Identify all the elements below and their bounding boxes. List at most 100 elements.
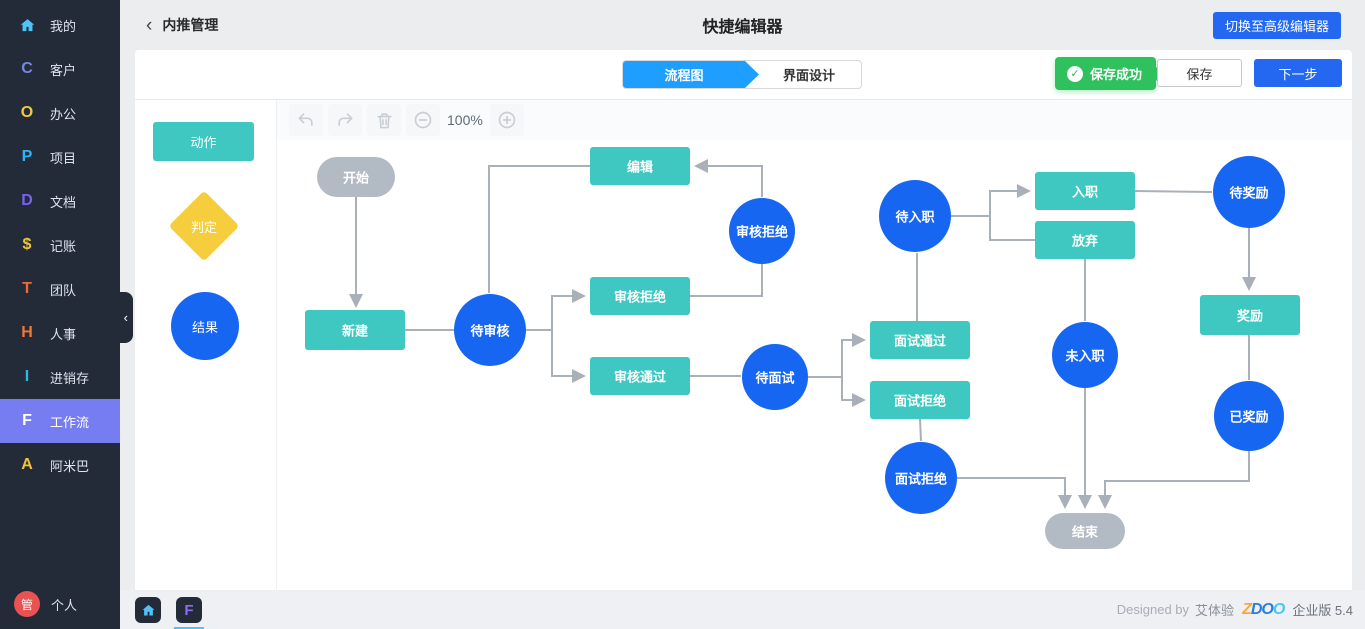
flow-node-面试拒绝[interactable]: 面试拒绝 [870,381,970,419]
zoom-in-icon [498,111,516,129]
app-letter-icon: $ [22,236,32,253]
flow-node-编辑[interactable]: 编辑 [590,147,690,185]
tab-流程图[interactable]: 流程图 [623,61,759,88]
flow-node-审核通过[interactable]: 审核通过 [590,357,690,395]
logo-letter: D [1250,600,1263,618]
flow-node-未入职[interactable]: 未入职 [1052,322,1118,388]
svg-text:面试拒绝: 面试拒绝 [895,472,947,487]
breadcrumb[interactable]: 内推管理 [162,17,219,33]
flow-node-开始[interactable]: 开始 [317,157,395,197]
flow-node-放弃[interactable]: 放弃 [1035,221,1135,259]
flow-node-新建[interactable]: 新建 [305,310,405,350]
flow-node-待审核[interactable]: 待审核 [454,294,526,366]
palette-result-shape[interactable]: 结果 [171,292,239,360]
sidebar-item-label: 工作流 [50,414,90,430]
flow-node-面试通过[interactable]: 面试通过 [870,321,970,359]
sidebar-item-label: 进销存 [50,370,90,386]
app-letter-icon: T [22,280,32,297]
home-icon [20,18,34,31]
app-letter-icon: A [21,456,33,473]
sidebar-item-label: 团队 [50,282,77,298]
logo-letter: O [1272,600,1285,618]
sidebar-item-人事[interactable]: H 人事 [0,311,120,355]
trash-icon [376,112,392,128]
user-profile[interactable]: 管 个人 [0,591,120,617]
home-app-button[interactable] [135,597,161,623]
delete-button[interactable] [367,104,401,136]
flow-edge [690,263,763,297]
flow-node-待奖励[interactable]: 待奖励 [1213,156,1285,228]
svg-text:已奖励: 已奖励 [1229,410,1268,425]
home-icon [142,604,154,615]
logo-letter: Z [1242,600,1252,618]
logo-letter: O [1261,600,1273,618]
redo-button[interactable] [328,104,362,136]
flow-node-待面试[interactable]: 待面试 [742,344,808,410]
sidebar-item-label: 客户 [50,62,77,78]
save-button[interactable]: 保存 [1157,59,1242,87]
sidebar-item-label: 记账 [50,238,77,254]
zoom-level: 100% [447,112,483,128]
workflow-f-icon: F [184,601,194,619]
svg-text:待入职: 待入职 [894,210,934,225]
switch-to-advanced-editor-button[interactable]: 切换至高级编辑器 [1212,12,1341,39]
flow-node-奖励[interactable]: 奖励 [1200,295,1300,335]
flow-node-已奖励[interactable]: 已奖励 [1214,381,1284,451]
flow-edge [841,377,866,407]
app-letter-icon: O [20,104,34,121]
sidebar-item-label: 人事 [50,326,77,342]
svg-text:新建: 新建 [342,324,368,339]
toast-text: 保存成功 [1089,67,1142,82]
back-icon[interactable]: ‹ [146,14,153,36]
svg-text:开始: 开始 [343,171,369,186]
next-step-button[interactable]: 下一步 [1254,59,1342,87]
editor-panel: 流程图 界面设计 ✓ 保存成功 保存 下一步 动作 判定 结果 [135,50,1352,590]
flow-edge [526,289,586,331]
canvas-toolbar: 100% [277,100,1352,140]
palette-action-shape[interactable]: 动作 [153,122,254,161]
sidebar-item-记账[interactable]: $ 记账 [0,223,120,267]
flow-edge [1098,451,1250,509]
zoom-out-icon [414,111,432,129]
sidebar-item-团队[interactable]: T 团队 [0,267,120,311]
sidebar-item-label: 项目 [50,150,77,166]
shape-palette: 动作 判定 结果 [135,100,277,589]
zoom-out-button[interactable] [406,104,440,136]
sidebar-item-label: 办公 [50,106,77,122]
sidebar-item-办公[interactable]: O 办公 [0,91,120,135]
svg-text:待审核: 待审核 [469,324,509,339]
svg-text:入职: 入职 [1072,185,1098,200]
zoom-in-button[interactable] [489,104,524,136]
sidebar-collapse-button[interactable]: ‹ [108,292,133,343]
flow-node-审核拒绝[interactable]: 审核拒绝 [729,198,795,264]
undo-button[interactable] [289,104,323,136]
flow-node-入职[interactable]: 入职 [1035,172,1135,210]
svg-text:待面试: 待面试 [754,371,794,386]
svg-text:审核拒绝: 审核拒绝 [614,290,666,305]
palette-decision-shape[interactable]: 判定 [168,190,240,262]
edition-text: 企业版 5.4 [1292,603,1353,618]
flow-node-面试拒绝[interactable]: 面试拒绝 [885,442,957,514]
sidebar-item-label: 我的 [50,18,77,34]
app-letter-icon: H [21,324,33,341]
check-circle-icon: ✓ [1066,65,1083,82]
flow-node-待入职[interactable]: 待入职 [879,180,951,252]
flow-node-审核拒绝[interactable]: 审核拒绝 [590,277,690,315]
svg-text:奖励: 奖励 [1237,309,1263,324]
flow-canvas[interactable]: 100% 开始新建待审核编辑审核拒绝审核拒绝审核通过待面试面试通过面试拒绝面试拒… [277,100,1352,589]
flow-edge [488,165,590,293]
svg-text:审核拒绝: 审核拒绝 [736,225,788,240]
svg-text:面试拒绝: 面试拒绝 [894,394,946,409]
workflow-app-button[interactable]: F [174,597,204,629]
editor-tabbar: 流程图 界面设计 ✓ 保存成功 保存 下一步 [135,50,1352,100]
sidebar-item-我的[interactable]: 我的 [0,3,120,47]
tab-界面设计[interactable]: 界面设计 [782,68,835,83]
flow-node-结束[interactable]: 结束 [1045,513,1125,549]
